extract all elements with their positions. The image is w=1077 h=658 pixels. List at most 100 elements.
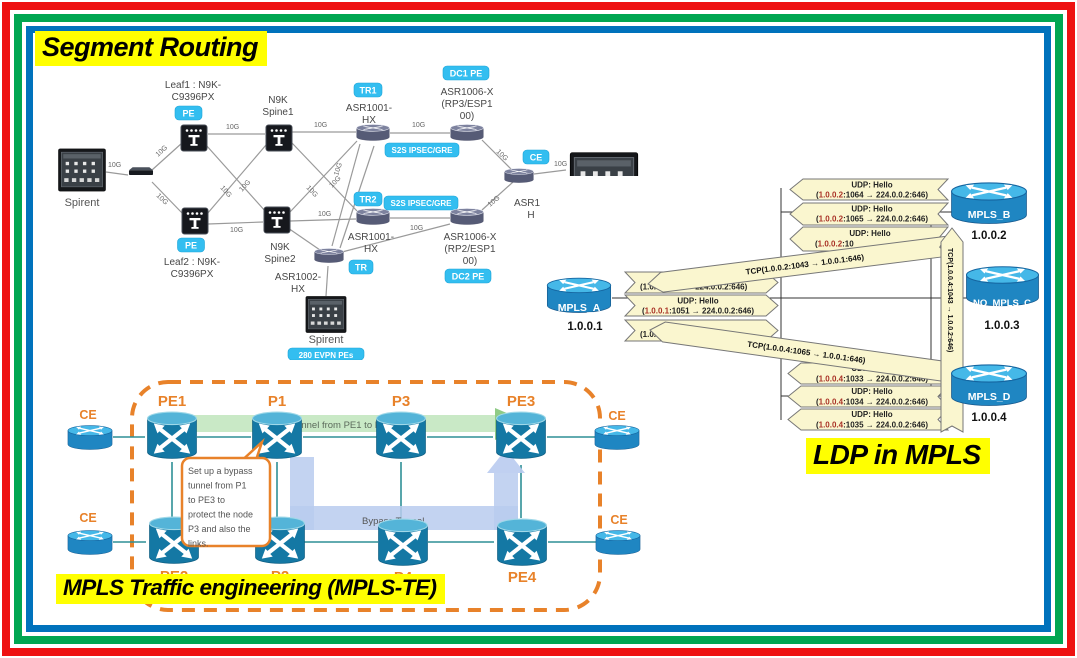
ldp-diagram: UDP: Hello (1.0.0.2:1064 → 224.0.0.2:646…	[545, 176, 1044, 474]
spirent-device-icon	[305, 296, 347, 333]
udp-hello-banner-d2: UDP: Hello (1.0.0.4:1034 → 224.0.0.2:646…	[787, 385, 950, 408]
spirent-label: Spirent	[309, 334, 344, 346]
spine1-label: N9K	[268, 95, 288, 106]
dc1-pe-badge-label: DC1 PE	[450, 69, 483, 79]
asr-router-icon	[356, 208, 390, 225]
ce-badge	[522, 149, 550, 165]
udp-hello-label: UDP: Hello	[851, 181, 892, 190]
bypass-tunnel-band: Bypass Tunnel	[290, 449, 525, 530]
asr1002-label: HX	[291, 284, 305, 295]
udp-hello-detail: (1.0.0.4:1035 → 224.0.0.2:646)	[816, 421, 928, 430]
asr1001-bottom-label: ASR1001-	[348, 232, 394, 243]
pe-badge	[174, 105, 203, 121]
ipsec-badge-top-label: S2S IPSEC/GRE	[392, 146, 454, 155]
udp-hello-banner-b2: UDP: Hello (1.0.0.2:1065 → 224.0.0.2:646…	[789, 202, 950, 226]
spirent-label: Spirent	[65, 197, 100, 209]
link-speed-label: 10G	[333, 162, 344, 177]
udp-hello-label: UDP: Hello	[677, 297, 718, 306]
asr1001-bottom-label: HX	[364, 244, 378, 255]
router-name: MPLS_D	[968, 391, 1011, 403]
router-ip: 1.0.0.4	[971, 412, 1007, 424]
note-line: links.	[188, 539, 209, 549]
dc2-pe-badge	[444, 268, 492, 284]
dc2-pe-badge-label: DC2 PE	[452, 272, 485, 282]
ce-label: CE	[610, 513, 627, 527]
pe3-label: PE3	[507, 393, 535, 410]
ipsec-badge-top	[384, 142, 460, 158]
tr2-badge-label: TR2	[359, 195, 376, 205]
link-speed-label: 10G	[328, 175, 342, 189]
n9k-switch-icon	[180, 124, 208, 152]
tr1-badge	[353, 82, 383, 98]
segment-routing-title: Segment Routing	[35, 31, 267, 66]
udp-hello-detail: → 224.0.0.2:646)	[685, 283, 748, 292]
note-line: tunnel from P1	[188, 481, 247, 491]
ce-router-icon	[67, 530, 113, 556]
spine1-label: Spine1	[262, 107, 294, 118]
ce-partial-label: ASR1	[514, 198, 541, 209]
sr-node-asr1006-top: DC1 PE ASR1006-X (RP3/ESP1 00)	[441, 65, 494, 141]
sr-node-asr1001-top: TR1 ASR1001- HX	[346, 82, 392, 141]
ce-label: CE	[79, 511, 96, 525]
tr-badge-label: TR	[355, 263, 367, 273]
asr-router-icon	[356, 124, 390, 141]
pe3-router-icon	[497, 412, 546, 458]
udp-hello-label: UDP: Hello	[849, 229, 890, 238]
udp-hello-label: UDP: Hello	[851, 205, 892, 214]
n9k-switch-icon	[265, 124, 293, 152]
asr1002-label: ASR1002-	[275, 272, 321, 283]
leaf1-label: Leaf1 : N9K-	[165, 80, 221, 91]
asr-router-icon	[450, 124, 484, 141]
udp-hello-detail: (1.0.0.1:1051 → 224.0.0.2:646)	[642, 307, 754, 316]
udp-hello-banner-d3: UDP: Hello (1.0.0.4:1035 → 224.0.0.2:646…	[787, 408, 950, 431]
note-line: P3 and also the	[188, 524, 251, 534]
spine2-label: Spine2	[264, 254, 296, 265]
n9k-switch-icon	[181, 207, 209, 235]
udp-hello-detail: (1.0.0.2:1065 → 224.0.0.2:646)	[816, 215, 928, 224]
udp-hello-detail: (1.0.0.2:1064 → 224.0.0.2:646)	[816, 191, 928, 200]
router-ip: 1.0.0.3	[984, 320, 1019, 332]
leaf2-label: Leaf2 : N9K-	[164, 257, 220, 268]
udp-hello-detail: (1.0.0.4:1033 → 224.0.0.2:646)	[816, 375, 928, 384]
sr-node-leaf2: PE Leaf2 : N9K- C9396PX	[164, 207, 220, 280]
p3-router-icon	[377, 412, 426, 458]
udp-hello-label: UDP: Hello	[851, 410, 892, 419]
sr-node-spirent-left: Spirent	[58, 148, 106, 209]
sr-node-ce: CE ASR1 H	[504, 149, 550, 221]
link-speed-label: 10G	[410, 225, 423, 232]
link-speed-label: 10G	[487, 195, 502, 209]
evpn-badge-label: 280 EVPN PEs	[299, 351, 354, 360]
mpls-te-diagram: TE Tunnel from PE1 to PE3 Bypass Tunnel …	[67, 380, 641, 612]
udp-hello-detail: (1.0.0.4:1034 → 224.0.0.2:646)	[816, 398, 928, 407]
ldp-title: LDP in MPLS	[806, 438, 990, 474]
sr-node-asr1002: TR ASR1002- HX	[275, 248, 374, 295]
sr-node-spirent-bottom: Spirent 280 EVPN PEs	[287, 296, 365, 360]
spirent-device-icon	[58, 148, 106, 192]
link-speed-label: 10G	[226, 124, 239, 131]
udp-hello-detail: (1.0.0	[640, 283, 661, 292]
router-ip: 1.0.0.2	[971, 230, 1006, 242]
pe-badge	[177, 237, 205, 253]
pe4-label: PE4	[508, 569, 537, 586]
sr-links	[105, 131, 567, 297]
asr1006-top-label: (RP3/ESP1	[441, 99, 493, 110]
spine2-label: N9K	[270, 242, 290, 253]
te-domain-dashed-border	[130, 380, 602, 612]
router-name: MPLS_A	[558, 302, 601, 314]
link-speed-label: 10G	[305, 185, 319, 199]
asr1006-top-label: ASR1006-X	[441, 87, 494, 98]
mpls-te-title: MPLS Traffic engineering (MPLS-TE)	[56, 574, 446, 604]
sr-node-spine2: N9K Spine2	[263, 206, 296, 265]
link-speed-label: 10G	[554, 161, 567, 168]
udp-hello-detail: (1.0.0	[640, 330, 661, 339]
note-line: Set up a bypass	[188, 466, 253, 476]
ce-label: CE	[79, 408, 96, 422]
asr1001-top-label: ASR1001-	[346, 103, 392, 114]
hub-switch-icon	[129, 167, 153, 175]
te-tunnel-label: TE Tunnel from PE1 to PE3	[276, 420, 393, 431]
tcp-session-label: TCP(1.0.0.4:1043 → 1.0.0.2:646)	[946, 248, 953, 352]
n9k-switch-icon	[263, 206, 291, 234]
p1-label: P1	[268, 393, 286, 410]
router-ip: 1.0.0.1	[567, 321, 603, 333]
